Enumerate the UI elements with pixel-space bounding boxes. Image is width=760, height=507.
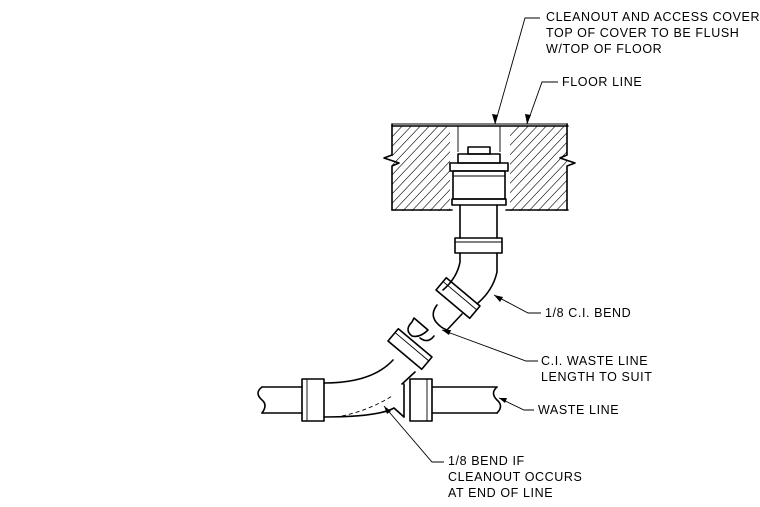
leader-floor-line: [526, 81, 558, 125]
concrete-hatching: [392, 126, 567, 211]
ci-waste-line-segment: [387, 317, 435, 371]
leader-cleanout: [494, 17, 540, 125]
leader-waste-line: [498, 397, 534, 411]
label-bend-if-line-1: 1/8 BEND IF: [448, 454, 525, 468]
slab-break-left: [383, 123, 400, 211]
floor-slab: [383, 123, 576, 212]
wye-fitting: [323, 359, 416, 418]
leader-arrowheads: [384, 114, 531, 414]
label-floor-line: FLOOR LINE: [562, 75, 643, 89]
leader-lines: [383, 17, 558, 463]
leader-bend-if: [383, 405, 444, 463]
label-cleanout-line-3: W/TOP OF FLOOR: [546, 42, 663, 56]
label-bend-if-line-3: AT END OF LINE: [448, 486, 554, 500]
label-ci-waste-line-1: C.I. WASTE LINE: [541, 354, 649, 368]
label-cleanout-line-2: TOP OF COVER TO BE FLUSH: [546, 26, 740, 40]
waste-line-right: [409, 378, 502, 422]
eighth-bend: [432, 252, 498, 331]
slab-break-right: [559, 123, 576, 211]
vertical-riser: [459, 204, 498, 239]
label-waste-line: WASTE LINE: [538, 403, 620, 417]
waste-line-left: [257, 378, 325, 422]
label-ci-waste-line-2: LENGTH TO SUIT: [541, 370, 653, 384]
leader-ci-waste: [441, 329, 538, 362]
label-cleanout-line-1: CLEANOUT AND ACCESS COVER: [546, 10, 760, 24]
alt-bend-hidden-line: [341, 395, 393, 417]
riser-hub: [454, 237, 503, 254]
label-ci-bend: 1/8 C.I. BEND: [545, 306, 632, 320]
leader-ci-bend: [493, 294, 541, 314]
cleanout-plug: [449, 146, 509, 206]
label-bend-if-line-2: CLEANOUT OCCURS: [448, 470, 583, 484]
